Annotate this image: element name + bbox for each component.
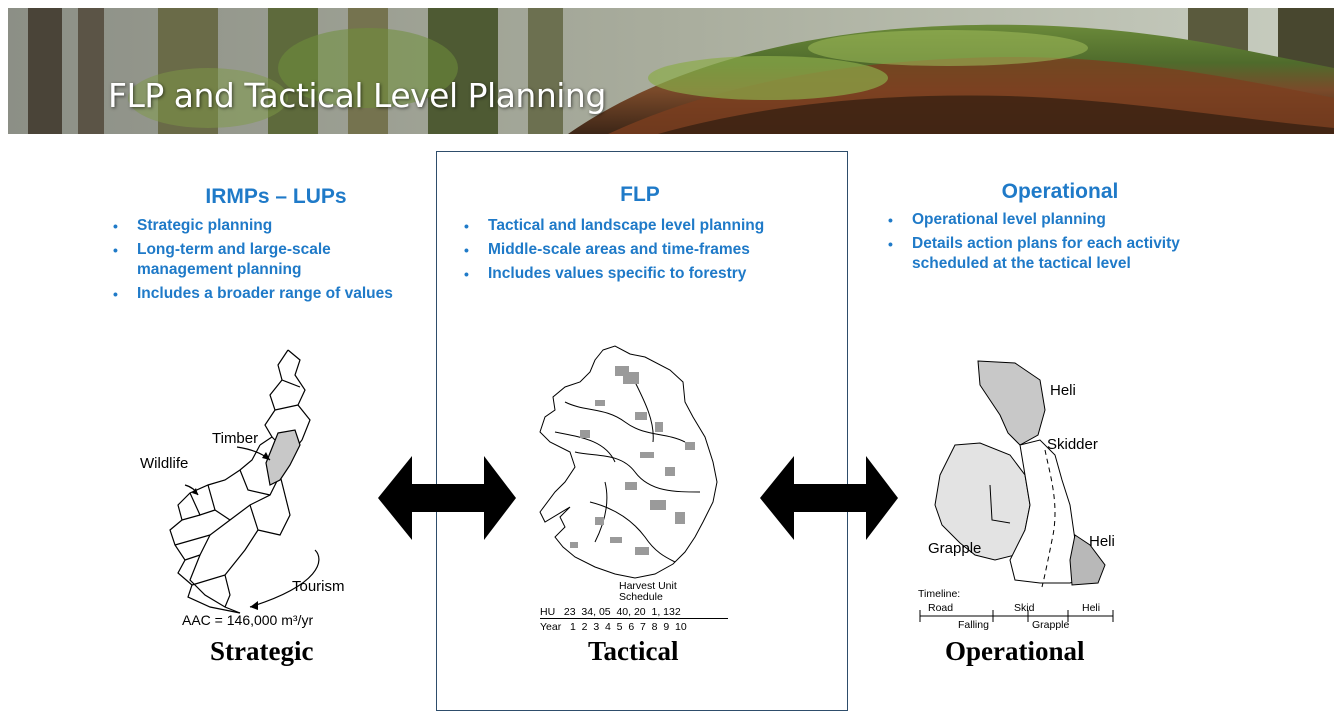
timeline-grapple: Grapple <box>1032 619 1070 631</box>
double-arrow-left <box>378 456 516 540</box>
hu-row: HU 23 34, 05 40, 20 1, 132 <box>540 606 728 619</box>
heading-irmps-lups: IRMPs – LUPs <box>205 185 347 208</box>
strategic-caption: Strategic <box>210 636 314 666</box>
harvest-schedule-title: Harvest Unit Schedule <box>619 580 677 603</box>
tactical-map <box>539 345 718 579</box>
flp-bullet-list: Tactical and landscape level planning Mi… <box>461 216 831 288</box>
tactical-caption: Tactical <box>588 636 679 666</box>
operational-bullet-list: Operational level planning Details actio… <box>885 210 1225 278</box>
heli-bottom-label: Heli <box>1089 533 1115 550</box>
timeline-title: Timeline: <box>918 588 961 600</box>
timeline-skid: Skid <box>1014 602 1035 614</box>
aac-label: AAC = 146,000 m³/yr <box>182 612 314 628</box>
operational-caption: Operational <box>945 636 1085 666</box>
timber-label: Timber <box>212 430 259 447</box>
timeline-falling: Falling <box>958 619 989 631</box>
list-item: Includes a broader range of values <box>110 284 430 304</box>
title-banner: FLP and Tactical Level Planning <box>8 8 1334 134</box>
irmps-bullet-list: Strategic planning Long-term and large-s… <box>110 216 430 308</box>
list-item: Includes values specific to forestry <box>461 264 831 284</box>
list-item: Details action plans for each activity s… <box>885 234 1225 274</box>
wildlife-label: Wildlife <box>140 455 189 472</box>
operational-timeline <box>919 610 1114 622</box>
list-item: Operational level planning <box>885 210 1225 230</box>
list-item: Middle-scale areas and time-frames <box>461 240 831 260</box>
strategic-map <box>169 349 320 614</box>
forest-banner-image <box>8 8 1334 134</box>
list-item: Tactical and landscape level planning <box>461 216 831 236</box>
double-arrow-right <box>760 456 898 540</box>
list-item: Strategic planning <box>110 216 430 236</box>
slide-title: FLP and Tactical Level Planning <box>108 76 606 115</box>
skidder-label: Skidder <box>1047 436 1098 453</box>
year-row: Year 1 2 3 4 5 6 7 8 9 10 <box>540 621 687 633</box>
heading-operational: Operational <box>1001 180 1119 203</box>
operational-map <box>934 360 1106 588</box>
heading-flp: FLP <box>620 183 660 206</box>
grapple-label: Grapple <box>928 540 982 557</box>
timeline-road: Road <box>928 602 954 614</box>
heli-top-label: Heli <box>1050 382 1076 399</box>
tourism-label: Tourism <box>292 578 345 595</box>
timeline-heli: Heli <box>1082 602 1101 614</box>
list-item: Long-term and large-scale management pla… <box>110 240 377 280</box>
